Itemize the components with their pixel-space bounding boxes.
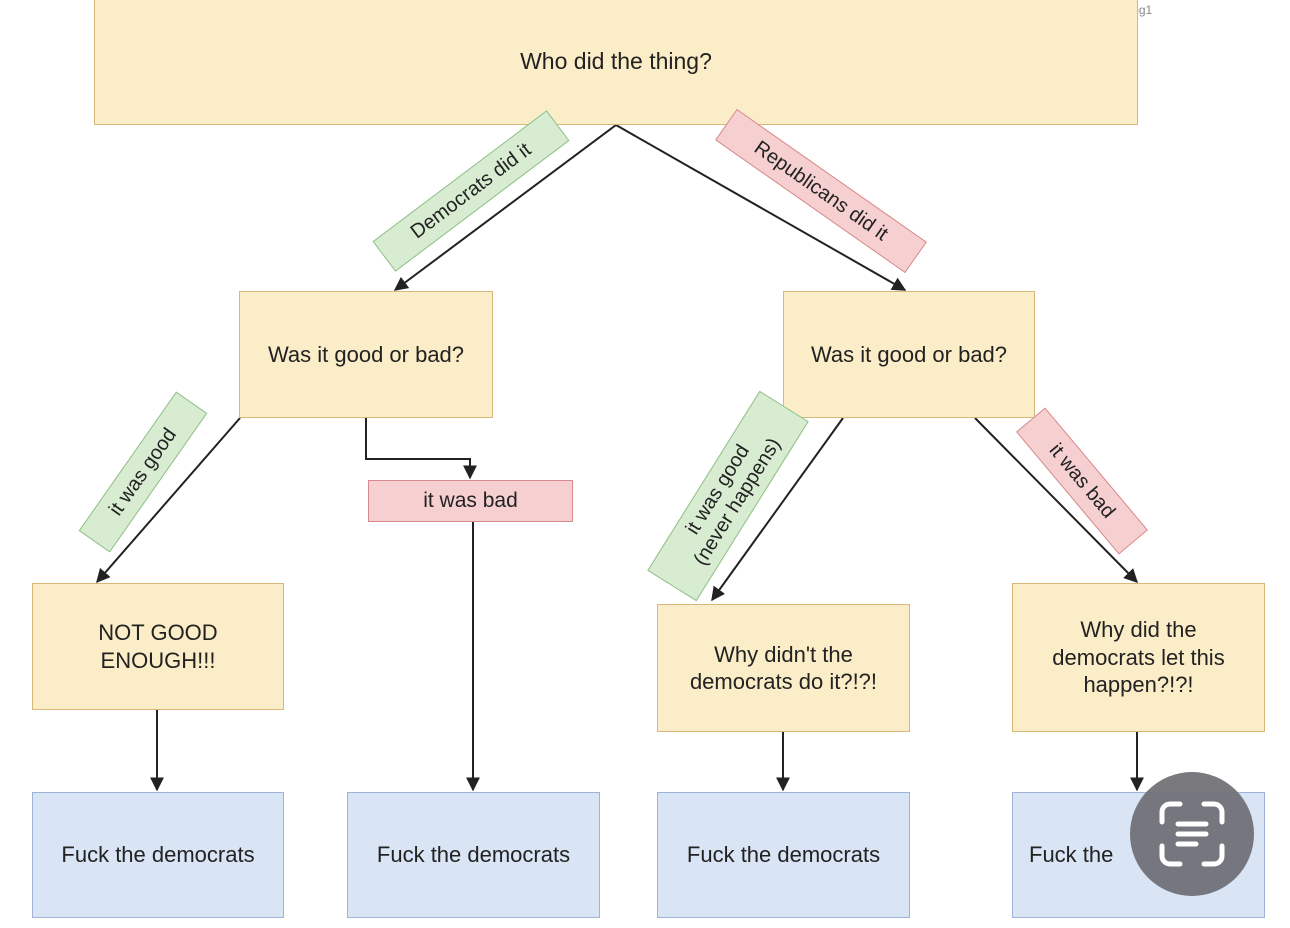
final-box-1: Fuck the democrats	[32, 792, 284, 918]
question-box-right: Was it good or bad?	[783, 291, 1035, 418]
outcome-why-didnt: Why didn't the democrats do it?!?!	[657, 604, 910, 732]
edge-left-to-bad	[365, 418, 477, 480]
question-box-left: Was it good or bad?	[239, 291, 493, 418]
root-text: Who did the thing?	[520, 48, 712, 75]
edge-root-to-left	[393, 124, 617, 291]
outcome-why-did: Why did the democrats let this happen?!?…	[1012, 583, 1265, 732]
edge-root-to-right	[615, 124, 907, 291]
final-box-3: Fuck the democrats	[657, 792, 910, 918]
outcome-not-good-enough: NOT GOOD ENOUGH!!!	[32, 583, 284, 710]
text-scan-button[interactable]	[1130, 772, 1254, 896]
root-box: Who did the thing?	[94, 0, 1138, 125]
final-box-2: Fuck the democrats	[347, 792, 600, 918]
edge-right-to-whydid	[974, 417, 1138, 583]
edge-label-dem-bad: it was bad	[368, 480, 573, 522]
text-scan-icon	[1159, 801, 1225, 867]
edge-right-to-whydidnt	[711, 417, 844, 602]
edge-left-to-notgood	[96, 417, 241, 584]
